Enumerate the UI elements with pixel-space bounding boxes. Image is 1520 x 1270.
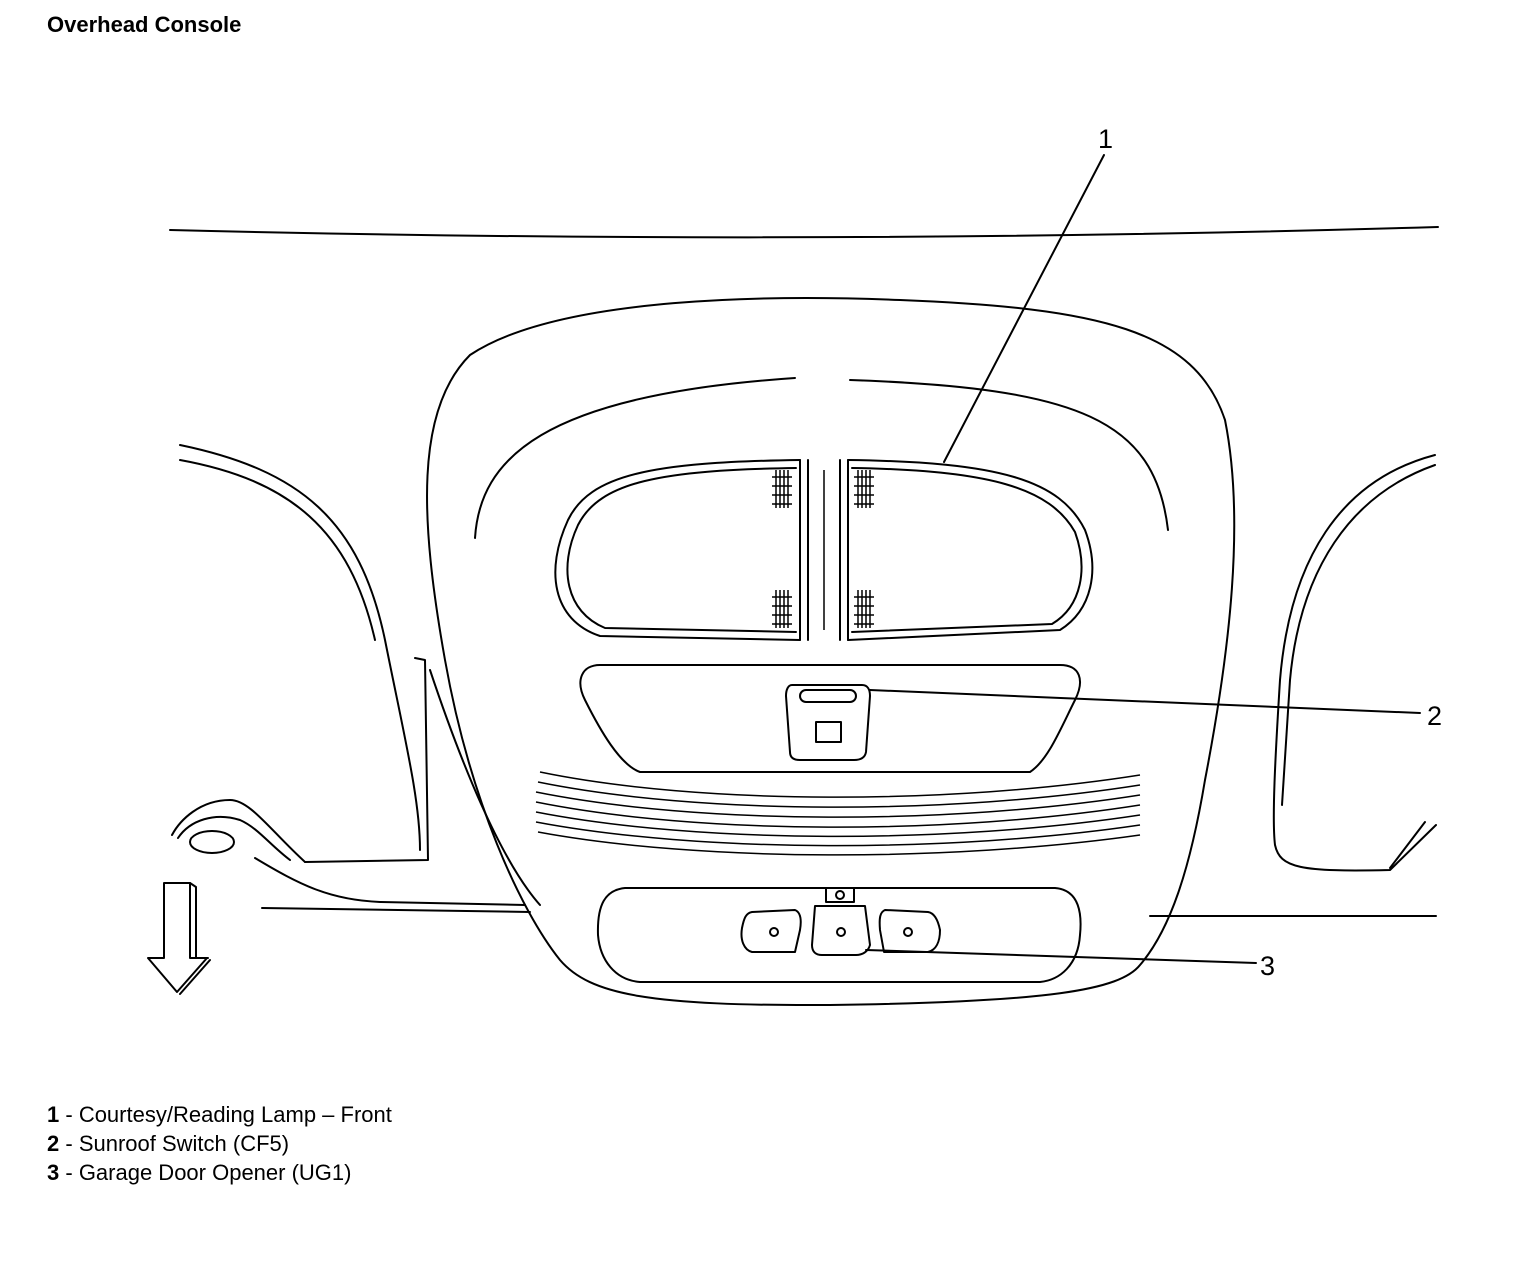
front-direction-arrow-icon: [147, 882, 208, 993]
callout-3: 3: [1260, 951, 1275, 981]
legend-text: Garage Door Opener (UG1): [78, 1160, 352, 1185]
page-title: Overhead Console: [47, 12, 242, 37]
console-inner-arc-left: [474, 377, 796, 539]
console-housing: [426, 297, 1236, 1007]
leader-line-3: [865, 949, 1257, 964]
console-inner-arc-right: [849, 379, 1169, 531]
callout-2: 2: [1427, 701, 1442, 731]
legend-number: 1: [47, 1102, 60, 1127]
legend-number: 3: [47, 1160, 60, 1185]
legend: 1 - Courtesy/Reading Lamp – Front 2 - Su…: [47, 1100, 392, 1187]
console-vent-lines: [535, 771, 1141, 856]
headliner-edge-line: [169, 226, 1439, 239]
courtesy-reading-lamp: [554, 459, 1094, 641]
legend-number: 2: [47, 1131, 60, 1156]
legend-item: 1 - Courtesy/Reading Lamp – Front: [47, 1100, 392, 1129]
legend-separator: -: [59, 1102, 79, 1127]
garage-door-opener-panel: [596, 887, 1082, 983]
legend-separator: -: [59, 1131, 79, 1156]
legend-item: 2 - Sunroof Switch (CF5): [47, 1129, 392, 1158]
lamp-hatch-marks: [772, 470, 874, 628]
left-visor-outline: [171, 444, 541, 913]
sunroof-switch-panel: [579, 664, 1081, 773]
legend-item: 3 - Garage Door Opener (UG1): [47, 1158, 392, 1187]
legend-text: Sunroof Switch (CF5): [78, 1131, 290, 1156]
callout-1: 1: [1098, 124, 1113, 154]
legend-text: Courtesy/Reading Lamp – Front: [78, 1102, 392, 1127]
right-visor-outline: [1149, 454, 1437, 917]
front-direction-arrow-shadow: [179, 882, 211, 995]
legend-separator: -: [59, 1160, 79, 1185]
leader-line-2: [869, 689, 1421, 714]
leader-line-1: [943, 154, 1105, 463]
